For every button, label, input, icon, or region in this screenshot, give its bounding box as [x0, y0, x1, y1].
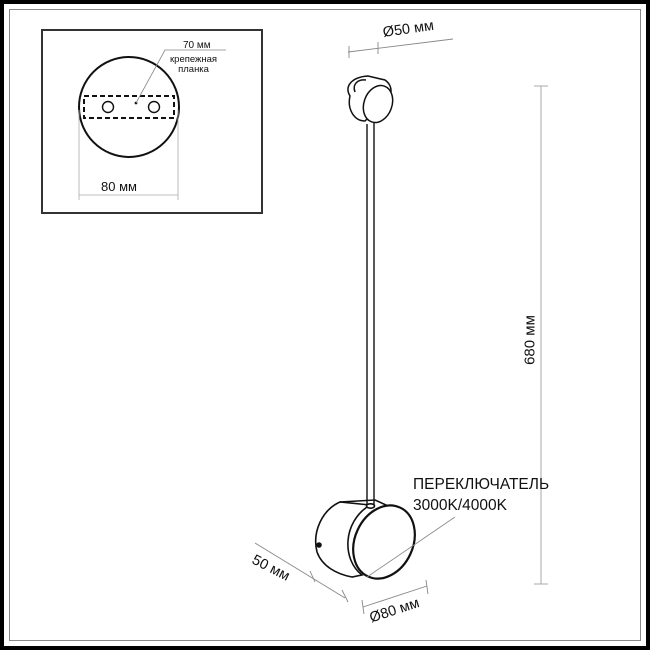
- mounting-plate-label-line2: планка: [178, 63, 209, 75]
- lamp-head: [315, 499, 456, 580]
- mounting-inset: [41, 29, 263, 214]
- screw-hole-left: [101, 100, 115, 114]
- mounting-plate-label: крепежная планка: [170, 55, 217, 75]
- leader-line: [135, 49, 226, 104]
- wall-mount-cap: [347, 75, 394, 124]
- base-width-label: 80 мм: [101, 179, 137, 194]
- bottom-diameter-dimension: [361, 579, 429, 615]
- screw-hole-right: [147, 100, 161, 114]
- rod: [366, 122, 375, 505]
- inner-frame-line: [9, 9, 641, 641]
- switch-button: [316, 542, 322, 548]
- height-dimension: [534, 85, 548, 585]
- height-label: 680 мм: [521, 315, 539, 365]
- switch-leader-line: [366, 516, 456, 578]
- color-temperature-label: 3000K/4000K: [413, 497, 507, 514]
- base-plate-circle: [78, 56, 180, 158]
- bracket-length-label: 70 мм: [183, 40, 211, 51]
- switch-label: ПЕРЕКЛЮЧАТЕЛЬ: [413, 476, 550, 493]
- top-diameter-dimension: [347, 38, 454, 58]
- mounting-plate-label-line1: крепежная: [170, 54, 218, 65]
- depth-dimension: [254, 542, 349, 603]
- mounting-bracket-dashed: [83, 95, 175, 119]
